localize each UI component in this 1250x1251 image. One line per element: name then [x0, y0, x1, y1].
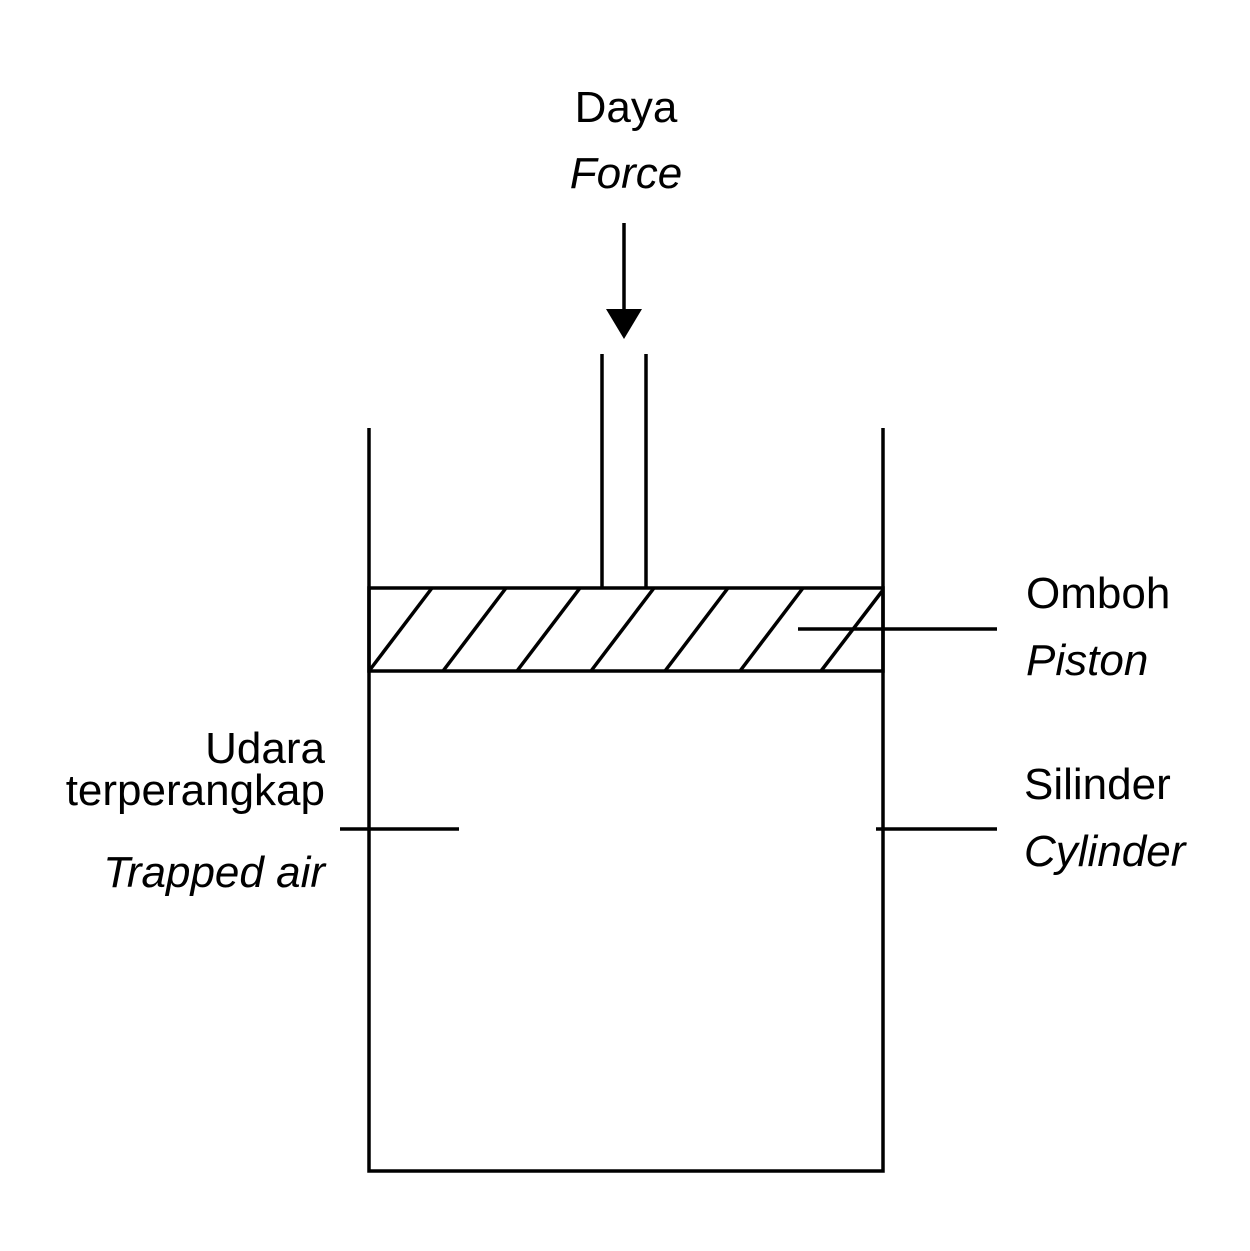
trapped-air-label-en: Trapped air: [103, 848, 325, 897]
piston-label-ms: Omboh: [1026, 569, 1171, 618]
trapped-air-label-ms-line2: terperangkap: [65, 766, 325, 815]
cylinder-label-ms: Silinder: [1024, 760, 1171, 809]
piston-rod: [600, 354, 648, 588]
cylinder-label-en: Cylinder: [1024, 827, 1186, 876]
force-arrow-head: [606, 309, 642, 339]
trapped-air-label-ms-line1: Udara: [205, 724, 325, 773]
piston-block: [367, 586, 885, 673]
cylinder-body: [367, 428, 885, 1173]
force-label-ms: Daya: [574, 83, 678, 132]
piston-label-en: Piston: [1026, 636, 1149, 685]
force-label-en: Force: [569, 149, 683, 198]
